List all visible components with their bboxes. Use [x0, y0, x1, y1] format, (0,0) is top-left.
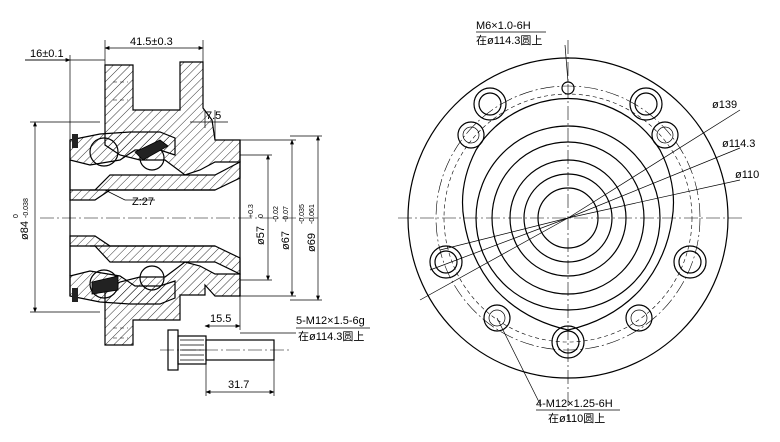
spline-leader	[104, 189, 126, 201]
dim-bore-57-tol-lower: 0	[258, 214, 265, 218]
dim-spline: Z:27	[132, 196, 154, 208]
callout-bottom-line2: 在ø110圆上	[548, 412, 605, 425]
dim-bore-67-tol-upper: -0.02	[273, 206, 280, 222]
dim-bore-57: ø57	[255, 226, 267, 245]
callout-top-line1: M6×1.0-6H	[476, 20, 531, 32]
seal-lower	[91, 275, 119, 295]
callout-wheel-bolts-line1: 5-M12×1.5-6g	[296, 315, 365, 327]
section-view: 16±0.1 41.5±0.3 7.5 Z:27 ø84 0 -0.038 ø5…	[13, 36, 370, 396]
hub-ring-2	[491, 141, 645, 295]
wheel-bolt	[160, 329, 290, 371]
dim-bore-67: ø67	[280, 231, 292, 250]
dim-bolt-length: 31.7	[228, 379, 249, 391]
leader-d114-back	[429, 217, 569, 271]
leader-d114	[567, 147, 741, 219]
dim-bore-57-tol-upper: +0.3	[248, 204, 255, 218]
seal-outer-upper	[72, 134, 78, 148]
leader-d139-back	[419, 217, 569, 301]
dim-d114: ø114.3	[722, 138, 755, 150]
hub-sleeve-upper	[69, 160, 241, 201]
bearing-ball-upper-left	[89, 137, 119, 167]
hub-ring-3	[509, 159, 627, 277]
hub-ring-1	[475, 125, 661, 311]
dim-outer-dia-tol-upper: 0	[13, 214, 20, 218]
front-view: M6×1.0-6H 在ø114.3圆上 ø139 ø114.3 ø110 4-M…	[398, 20, 759, 425]
dim-bore-69-tol-upper: -0.035	[299, 204, 306, 224]
hub-ring-5	[537, 187, 599, 249]
seal-outer-lower	[72, 288, 78, 302]
callout-bottom-line1: 4-M12×1.25-6H	[536, 398, 613, 410]
wheel-bolt-holes	[429, 87, 707, 359]
dim-flange-width: 41.5±0.3	[130, 36, 173, 48]
dim-bore-67-tol-lower: -0.07	[283, 206, 290, 222]
dim-bolt-shoulder: 15.5	[210, 313, 231, 325]
lobed-flange	[461, 97, 675, 331]
dim-flange-offset: 16±0.1	[30, 48, 64, 60]
leader-4m12	[496, 317, 541, 405]
callout-top-line2: 在ø114.3圆上	[476, 34, 542, 47]
leader-d139	[567, 109, 741, 219]
bolt-circle-114	[435, 85, 701, 351]
dim-d110: ø110	[735, 169, 759, 181]
leader-m6	[564, 44, 569, 83]
seal-upper	[134, 139, 169, 161]
dim-outer-dia: ø84	[19, 221, 31, 240]
dim-bore-69-tol-lower: -0.061	[309, 204, 316, 224]
dim-bore-69: ø69	[306, 233, 318, 252]
leader-d110	[567, 179, 741, 219]
bearing-ball-lower-right	[139, 265, 165, 291]
tapped-holes	[457, 121, 679, 332]
hub-ring-4	[523, 173, 613, 263]
flange-outline	[407, 57, 729, 379]
leader-d110-back	[439, 217, 569, 251]
callout-wheel-bolts-line2: 在ø114.3圆上	[298, 330, 364, 343]
dim-d139: ø139	[712, 99, 737, 111]
hub-sleeve-lower	[69, 235, 241, 276]
dim-step: 7.5	[206, 110, 221, 122]
dim-outer-dia-tol-lower: -0.038	[23, 198, 30, 218]
